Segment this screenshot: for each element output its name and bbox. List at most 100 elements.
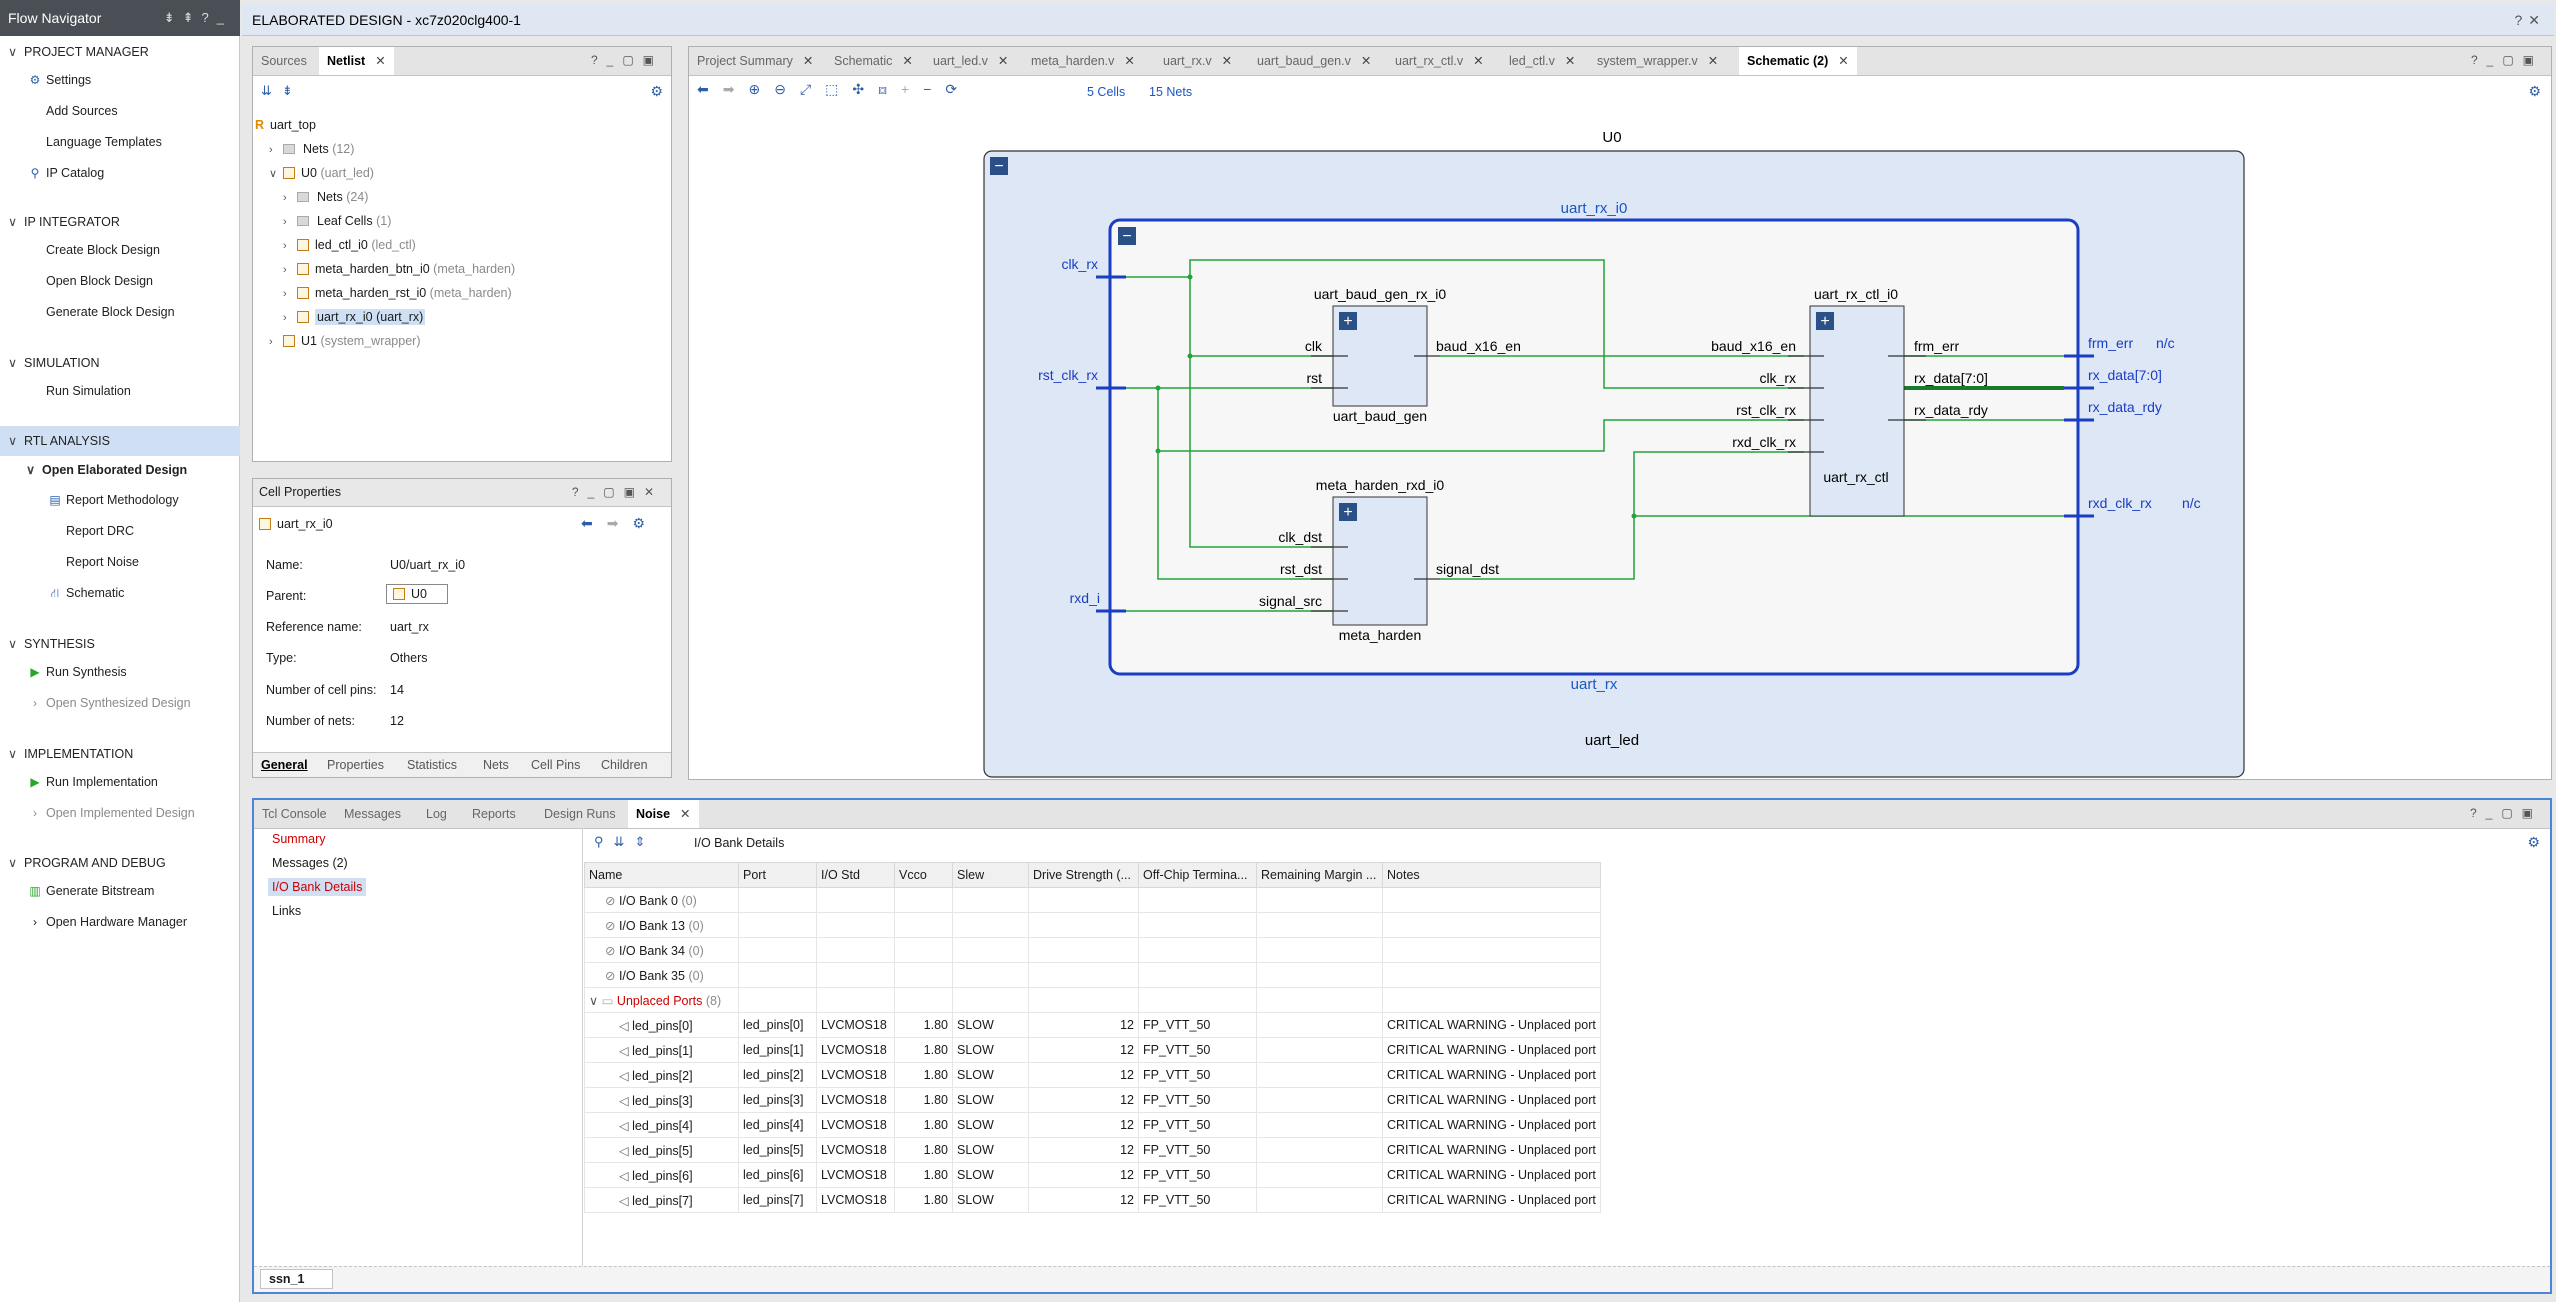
u0-collapse-button[interactable] [990,157,1008,175]
nav-report-methodology[interactable]: ▤Report Methodology [49,493,179,507]
nav-messages[interactable]: Messages (2) [272,856,348,870]
tree-item[interactable]: ∨U0 (uart_led) [269,166,374,180]
tab-project-summary[interactable]: Project Summary✕ [697,54,814,68]
nav-report-noise[interactable]: Report Noise [66,555,139,569]
panel-window-controls[interactable]: ?_▢▣ [2469,806,2542,820]
meta-expand-button[interactable] [1339,503,1357,521]
tab-uart-led-v[interactable]: uart_led.v✕ [933,54,1009,68]
col-vcco[interactable]: Vcco [894,862,953,888]
nav-report-drc[interactable]: Report DRC [66,524,135,538]
uart-rx-box[interactable] [1108,218,2080,676]
panel-window-controls[interactable]: ?_▢▣ [2470,53,2543,67]
ctl-expand-button[interactable] [1816,312,1834,330]
nav-summary[interactable]: Summary [272,832,326,846]
net-clk-rx[interactable] [1126,259,1804,389]
col-drive-strength[interactable]: Drive Strength (... [1028,862,1139,888]
panel-window-controls[interactable]: ?_▢▣✕ [571,485,663,499]
section-project-manager[interactable]: ∨PROJECT MANAGER [8,45,149,59]
col-port[interactable]: Port [738,862,817,888]
tab-meta-harden-v[interactable]: meta_harden.v✕ [1031,54,1135,68]
tree-item[interactable]: ›meta_harden_btn_i0 (meta_harden) [283,262,516,276]
nav-arrows[interactable]: ⬅➡⚙ [581,515,659,532]
tab-statistics[interactable]: Statistics [407,758,458,772]
col-io-std[interactable]: I/O Std [816,862,895,888]
tab-messages[interactable]: Messages [344,807,401,821]
tree-item-selected[interactable]: ›uart_rx_i0 (uart_rx) [283,309,426,325]
parent-link[interactable]: U0 [386,584,448,604]
col-remaining-margin[interactable]: Remaining Margin ... [1256,862,1383,888]
section-implementation[interactable]: ∨IMPLEMENTATION [8,747,134,761]
table-row[interactable]: ⊘ I/O Bank 35 (0) [584,962,1601,988]
tab-nets[interactable]: Nets [483,758,509,772]
tree-item[interactable]: ›meta_harden_rst_i0 (meta_harden) [283,286,512,300]
port-rst-clk-rx[interactable]: rst_clk_rx [1038,367,1098,383]
nav-io-bank-details[interactable]: I/O Bank Details [268,878,367,896]
nav-schematic[interactable]: ⛙Schematic [51,586,125,602]
nav-generate-block-design[interactable]: Generate Block Design [46,305,175,319]
nav-run-simulation[interactable]: Run Simulation [46,384,131,398]
tab-netlist[interactable]: Netlist✕ [319,47,394,75]
close-icon[interactable]: ✕ [375,54,386,68]
gear-icon[interactable]: ⚙ [650,83,663,99]
nav-open-elaborated-design[interactable]: ∨Open Elaborated Design [26,463,188,477]
nav-add-sources[interactable]: Add Sources [46,104,118,118]
section-synthesis[interactable]: ∨SYNTHESIS [8,637,95,651]
port-rxd-i[interactable]: rxd_i [1070,590,1100,606]
tab-ssn-1[interactable]: ssn_1 [260,1269,334,1289]
nav-links[interactable]: Links [272,904,302,918]
nav-language-templates[interactable]: Language Templates [46,135,162,149]
tab-uart-baud-gen-v[interactable]: uart_baud_gen.v✕ [1257,54,1372,68]
tab-log[interactable]: Log [426,807,447,821]
gear-icon[interactable]: ⚙ [2527,834,2540,850]
nav-generate-bitstream[interactable]: ▥Generate Bitstream [29,884,155,898]
nav-run-synthesis[interactable]: ▶Run Synthesis [30,665,126,679]
net-rst-ctl[interactable] [1158,419,1804,452]
port-rx-data[interactable]: rx_data[7:0] [2088,367,2162,383]
tab-system-wrapper-v[interactable]: system_wrapper.v✕ [1597,54,1719,68]
uart-rx-collapse-button[interactable] [1118,227,1136,245]
tab-design-runs[interactable]: Design Runs [544,807,616,821]
tab-sources[interactable]: Sources [261,54,307,68]
tree-item[interactable]: ›U1 (system_wrapper) [269,334,421,348]
tree-item[interactable]: ›Leaf Cells (1) [283,214,392,228]
table-row[interactable]: ⊘ I/O Bank 34 (0) [584,937,1601,963]
col-name[interactable]: Name [584,862,739,888]
tab-uart-rx-ctl-v[interactable]: uart_rx_ctl.v✕ [1395,54,1484,68]
tab-schematic-2[interactable]: Schematic (2)✕ [1739,47,1857,75]
nav-open-synthesized-design[interactable]: ›Open Synthesized Design [33,696,191,710]
table-row[interactable]: ⊘ I/O Bank 0 (0) [584,887,1601,913]
panel-window-controls[interactable]: ?_▢▣ [590,53,663,67]
section-rtl-analysis[interactable]: ∨RTL ANALYSIS [8,434,110,448]
schematic-toolbar[interactable]: ⬅➡⊕⊖⤢⬚✣⧈+−⟳ [697,81,971,98]
tree-item[interactable]: ›led_ctl_i0 (led_ctl) [283,238,416,252]
tab-noise[interactable]: Noise✕ [628,800,699,828]
tab-children[interactable]: Children [601,758,648,772]
tree-item[interactable]: ›Nets (12) [269,142,355,156]
tab-general[interactable]: General [261,758,308,772]
tab-cell-pins[interactable]: Cell Pins [531,758,581,772]
section-simulation[interactable]: ∨SIMULATION [8,356,100,370]
tab-tcl-console[interactable]: Tcl Console [262,807,327,821]
nav-open-implemented-design[interactable]: ›Open Implemented Design [33,806,195,820]
port-rx-data-rdy[interactable]: rx_data_rdy [2088,399,2162,415]
tab-properties[interactable]: Properties [327,758,384,772]
title-bar-controls[interactable]: ?✕ [2514,12,2546,28]
schematic-canvas[interactable]: U0 − uart_led uart_rx_i0 − uart_rx [688,46,2552,780]
section-program-and-debug[interactable]: ∨PROGRAM AND DEBUG [8,856,166,870]
netlist-toolbar[interactable]: ⇊⇟ [261,83,303,99]
nav-ip-catalog[interactable]: ⚲IP Catalog [31,166,105,180]
tab-reports[interactable]: Reports [472,807,516,821]
tab-uart-rx-v[interactable]: uart_rx.v✕ [1163,54,1233,68]
table-row[interactable]: ⊘ I/O Bank 13 (0) [584,912,1601,938]
col-slew[interactable]: Slew [952,862,1029,888]
col-off-chip-termination[interactable]: Off-Chip Termina... [1138,862,1257,888]
